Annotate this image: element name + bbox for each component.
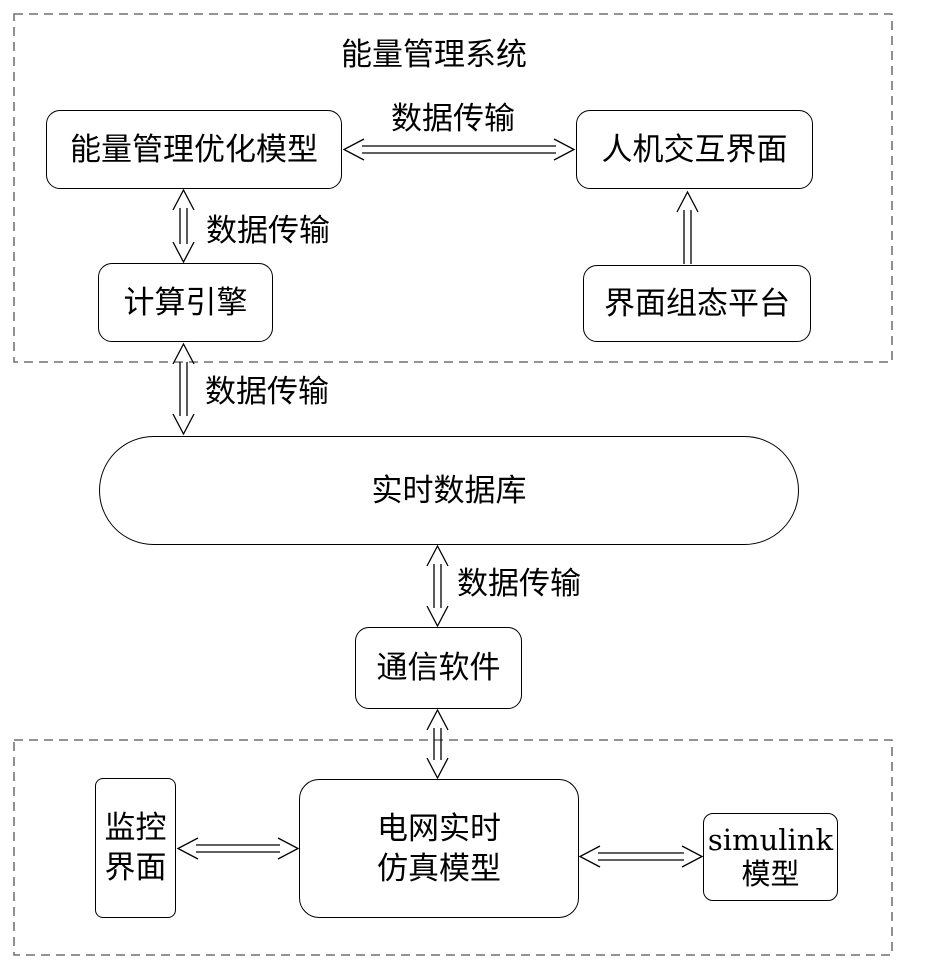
hmi-label: 人机交互界面 (601, 131, 788, 168)
monitor-ui-label-line2: 界面 (104, 850, 167, 886)
simulink-model-label-line1: simulink (707, 823, 834, 857)
monitor-ui-label-line1: 监控 (104, 810, 167, 846)
arrow-comm-grid (426, 708, 449, 780)
arrow-grid-simulink (578, 845, 704, 868)
edge-label-opt-hmi: 数据传输 (391, 101, 515, 137)
ui-config-platform-node[interactable]: 界面组态平台 (583, 265, 811, 342)
compute-engine-node[interactable]: 计算引擎 (98, 263, 273, 342)
ems-group-frame (13, 13, 893, 363)
edge-label-engine-db: 数据传输 (205, 374, 329, 410)
optimization-model-label: 能量管理优化模型 (70, 131, 318, 168)
simulink-model-node[interactable]: simulink 模型 (703, 813, 838, 901)
monitor-ui-node[interactable]: 监控 界面 (95, 778, 176, 918)
arrow-opt-hmi (342, 138, 576, 161)
arrow-engine-db (172, 342, 195, 436)
grid-sim-model-label-line1: 电网实时 (377, 810, 501, 847)
edge-label-db-comm: 数据传输 (457, 566, 581, 602)
arrow-db-comm (426, 544, 449, 628)
edge-label-opt-engine: 数据传输 (206, 213, 330, 249)
simulation-group-frame (13, 739, 893, 956)
arrow-opt-engine (172, 188, 195, 264)
simulink-model-label-line2: 模型 (741, 857, 800, 891)
hmi-node[interactable]: 人机交互界面 (576, 110, 813, 189)
optimization-model-node[interactable]: 能量管理优化模型 (46, 110, 342, 189)
realtime-db-node[interactable]: 实时数据库 (99, 436, 799, 545)
grid-sim-model-label-line2: 仿真模型 (377, 850, 501, 887)
compute-engine-label: 计算引擎 (123, 284, 248, 321)
ui-config-platform-label: 界面组态平台 (604, 285, 790, 322)
comm-software-node[interactable]: 通信软件 (355, 627, 522, 709)
ems-group-title: 能量管理系统 (341, 37, 527, 73)
grid-sim-model-node[interactable]: 电网实时 仿真模型 (299, 779, 579, 918)
arrow-platform-hmi (676, 190, 699, 264)
comm-software-label: 通信软件 (376, 650, 501, 686)
arrow-monitor-grid (176, 837, 300, 860)
realtime-db-label: 实时数据库 (371, 472, 527, 509)
